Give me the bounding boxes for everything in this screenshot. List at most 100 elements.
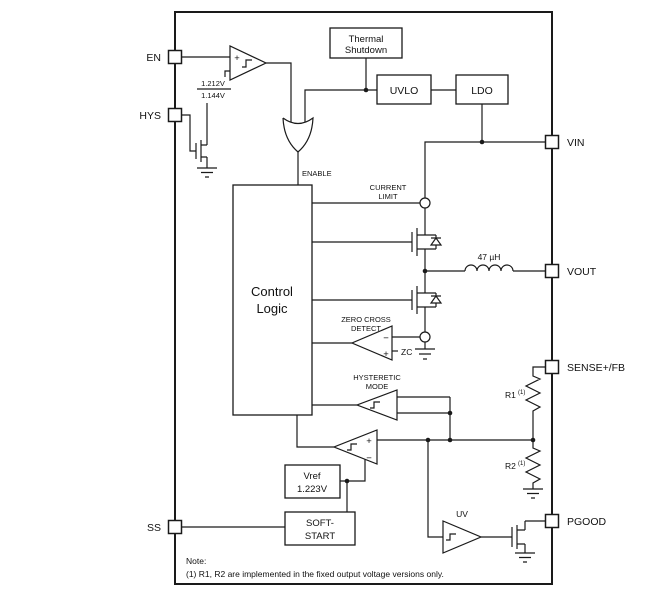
wire (224, 70, 230, 77)
ref-low-label: 1.144V (201, 91, 225, 100)
body-diode (429, 236, 443, 246)
ldo-box (455, 74, 509, 105)
resistor-r2: R2 (1) (505, 446, 542, 485)
junction-dot (447, 410, 453, 416)
uvlo-label: UVLO (390, 85, 419, 97)
pin-ss (167, 519, 183, 535)
pin-label-vin: VIN (567, 137, 585, 149)
junction-dot (530, 437, 536, 443)
wire (266, 62, 292, 122)
zero-cross-sense-node (419, 331, 431, 343)
hysteretic-mode-comparator: HYSTERETIC MODE (353, 373, 401, 421)
hysteresis-icon (242, 59, 252, 68)
error-comparator-body (332, 429, 378, 465)
junction-dot (447, 437, 453, 443)
hysteretic-label-line1: HYSTERETIC (353, 373, 401, 382)
ground-symbol-r2 (523, 488, 543, 499)
control-logic-label-line2: Logic (256, 301, 288, 316)
wire (181, 114, 196, 152)
junction-dot (425, 437, 431, 443)
pin-label-sense-fb: SENSE+/FB (567, 362, 625, 374)
pin-en (167, 49, 183, 65)
ground-bars (197, 167, 217, 178)
current-limit-sense-node (419, 197, 431, 209)
hysteresis-icon (347, 443, 357, 451)
junction-dot (422, 268, 428, 274)
pin-label-hys: HYS (139, 110, 161, 122)
wire (424, 141, 546, 198)
ground-bars (415, 348, 435, 360)
junction-dot (363, 87, 369, 93)
or-gate-body (282, 116, 314, 153)
ic-boundary (174, 11, 553, 585)
wire (427, 440, 443, 538)
pin-label-ss: SS (147, 522, 161, 534)
soft-start-box (284, 511, 356, 546)
uv-comparator: UV (442, 509, 483, 554)
r1-label: R1 (505, 390, 516, 400)
high-side-fet (411, 228, 443, 256)
resistor-zigzag (524, 446, 542, 485)
uvlo-block: UVLO (376, 74, 432, 105)
thermal-shutdown-box (329, 27, 403, 59)
pin-pgood (544, 513, 560, 529)
vref-label-line1: Vref (303, 471, 320, 482)
control-logic-label-line1: Control (251, 284, 293, 299)
zero-cross-comparator-body (350, 325, 393, 361)
note-text: (1) R1, R2 are implemented in the fixed … (186, 569, 444, 579)
note-label: Note: (186, 556, 206, 566)
vref-label-line2: 1.223V (297, 484, 328, 495)
fet-stubs (417, 292, 425, 308)
wire (532, 366, 546, 374)
zc-label: ZC (401, 347, 412, 357)
or-gate (282, 116, 314, 153)
body-diode-leads (425, 292, 441, 308)
low-side-fet (411, 286, 443, 314)
hysteresis-icon (446, 533, 456, 541)
ref-high-label: 1.212V (201, 79, 225, 88)
soft-start-block: SOFT- START (284, 511, 356, 546)
vref-box (284, 464, 341, 499)
thermal-shutdown-label-line2: Shutdown (345, 45, 387, 56)
body-diode-leads (425, 234, 441, 250)
en-comparator: + 1.212V 1.144V (197, 45, 268, 100)
hysteretic-comparator-body (355, 389, 398, 421)
resistor-zigzag (524, 374, 542, 413)
minus-sign: − (366, 453, 372, 464)
hysteretic-label-line2: MODE (366, 382, 389, 391)
r1-superscript: (1) (518, 390, 525, 396)
control-logic-box (232, 184, 313, 416)
hys-fet (195, 140, 207, 162)
soft-start-label-line2: START (305, 531, 335, 542)
pin-label-en: EN (146, 52, 161, 64)
zero-cross-label-line1: ZERO CROSS (341, 315, 391, 324)
thermal-shutdown-block: Thermal Shutdown (329, 27, 403, 59)
body-diode (429, 294, 443, 304)
inductor-value-label: 47 µH (478, 252, 501, 262)
error-comparator: + − (332, 429, 378, 465)
ground-bars (523, 488, 543, 499)
plus-sign: + (383, 349, 389, 360)
en-comparator-body (229, 45, 268, 81)
junction-dot (344, 478, 350, 484)
hysteresis-icon (370, 401, 380, 409)
zero-cross-comparator: − + ZERO CROSS DETECT ZC (341, 315, 412, 361)
current-limit-label-line1: CURRENT (370, 183, 407, 192)
pin-vout (544, 263, 560, 279)
thermal-shutdown-label-line1: Thermal (349, 34, 384, 45)
ground-symbol-hys (197, 167, 217, 178)
pin-sense-fb (544, 359, 560, 375)
uv-label: UV (456, 509, 468, 519)
current-limit-label-line2: LIMIT (378, 192, 398, 201)
junction-dot (479, 139, 485, 145)
r2-superscript: (1) (518, 461, 525, 467)
enable-label: ENABLE (302, 169, 332, 178)
pin-label-pgood: PGOOD (567, 516, 607, 528)
pgood-fet (511, 521, 526, 553)
ldo-label: LDO (471, 85, 493, 97)
pin-label-vout: VOUT (567, 266, 597, 278)
fet-stubs (201, 144, 207, 158)
control-logic-block: Control Logic (232, 184, 313, 416)
